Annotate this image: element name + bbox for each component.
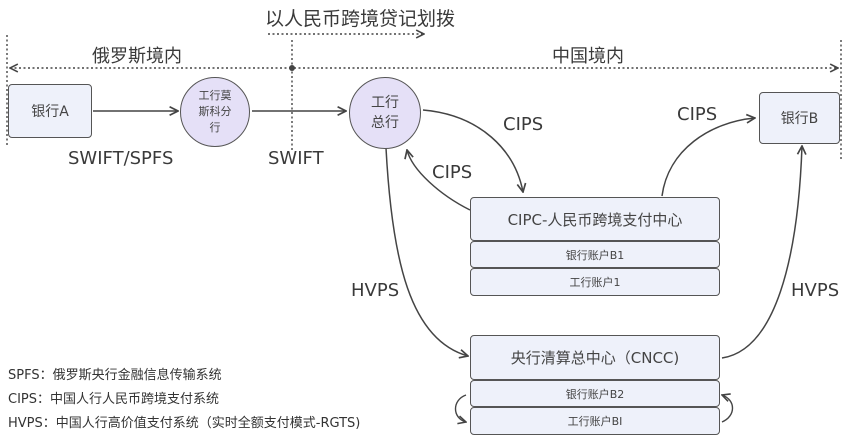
arrow-bi-to-b2-right <box>722 395 734 423</box>
legend-spfs: SPFS：俄罗斯央行金融信息传输系统 <box>8 368 222 383</box>
arrow-hq-to-cips <box>422 109 523 192</box>
cips-account-label: 银行账户B1 <box>565 248 625 262</box>
cncc-account-row: 银行账户B2 <box>470 380 720 407</box>
arrow-b2-to-bi-left <box>454 394 467 422</box>
legend-hvps: HVPS：中国人行高价值支付系统（实时全额支付模式-RGTS) <box>8 416 361 431</box>
node-bank-b: 银行B <box>759 92 840 144</box>
region-china: 中国境内 <box>552 46 624 67</box>
edge-label-cips-hq-to-center: CIPS <box>503 114 544 135</box>
edge-label-swift: SWIFT <box>268 148 324 169</box>
arrow-cips-to-bank-b <box>661 118 755 197</box>
node-bank-a: 银行A <box>8 84 92 138</box>
cips-center-title: CIPC-人民币跨境支付中心 <box>507 210 683 229</box>
cncc-account-label: 银行账户B2 <box>565 387 625 401</box>
cncc-box: 央行清算总中心（CNCC) <box>470 335 720 380</box>
edge-label-hvps-left: HVPS <box>351 280 400 301</box>
cncc-account-row: 工行账户BI <box>470 407 720 435</box>
cncc-account-label: 工行账户BI <box>567 415 623 428</box>
legend-cips: CIPS：中国人行人民币跨境支付系统 <box>8 392 220 407</box>
cips-account-label: 工行账户1 <box>569 276 621 289</box>
node-icbc-hq-label: 工行总行 <box>371 95 399 131</box>
region-russia: 俄罗斯境内 <box>92 46 182 67</box>
cncc-title: 央行清算总中心（CNCC) <box>510 349 680 367</box>
node-icbc-moscow: 工行莫斯科分行 <box>180 77 250 147</box>
cips-account-row: 银行账户B1 <box>470 241 720 268</box>
edge-label-swift-spfs: SWIFT/SPFS <box>68 148 174 169</box>
border-cross-marker <box>289 65 295 71</box>
cips-account-row: 工行账户1 <box>470 268 720 296</box>
diagram-title: 以人民币跨境贷记划拨 <box>265 8 456 30</box>
cips-center-box: CIPC-人民币跨境支付中心 <box>470 197 720 241</box>
arrow-hq-to-cncc <box>385 147 468 356</box>
node-icbc-hq: 工行总行 <box>349 77 421 149</box>
node-icbc-moscow-label: 工行莫斯科分行 <box>198 89 232 134</box>
edge-label-hvps-right: HVPS <box>791 280 840 301</box>
edge-label-cips-center-to-hq: CIPS <box>432 162 473 183</box>
node-bank-a-label: 银行A <box>31 104 69 120</box>
arrow-cncc-to-bank-b <box>721 146 802 359</box>
arrow-cips-to-hq <box>407 150 471 211</box>
edge-label-cips-to-bank-b: CIPS <box>677 104 718 125</box>
node-bank-b-label: 银行B <box>780 111 819 127</box>
